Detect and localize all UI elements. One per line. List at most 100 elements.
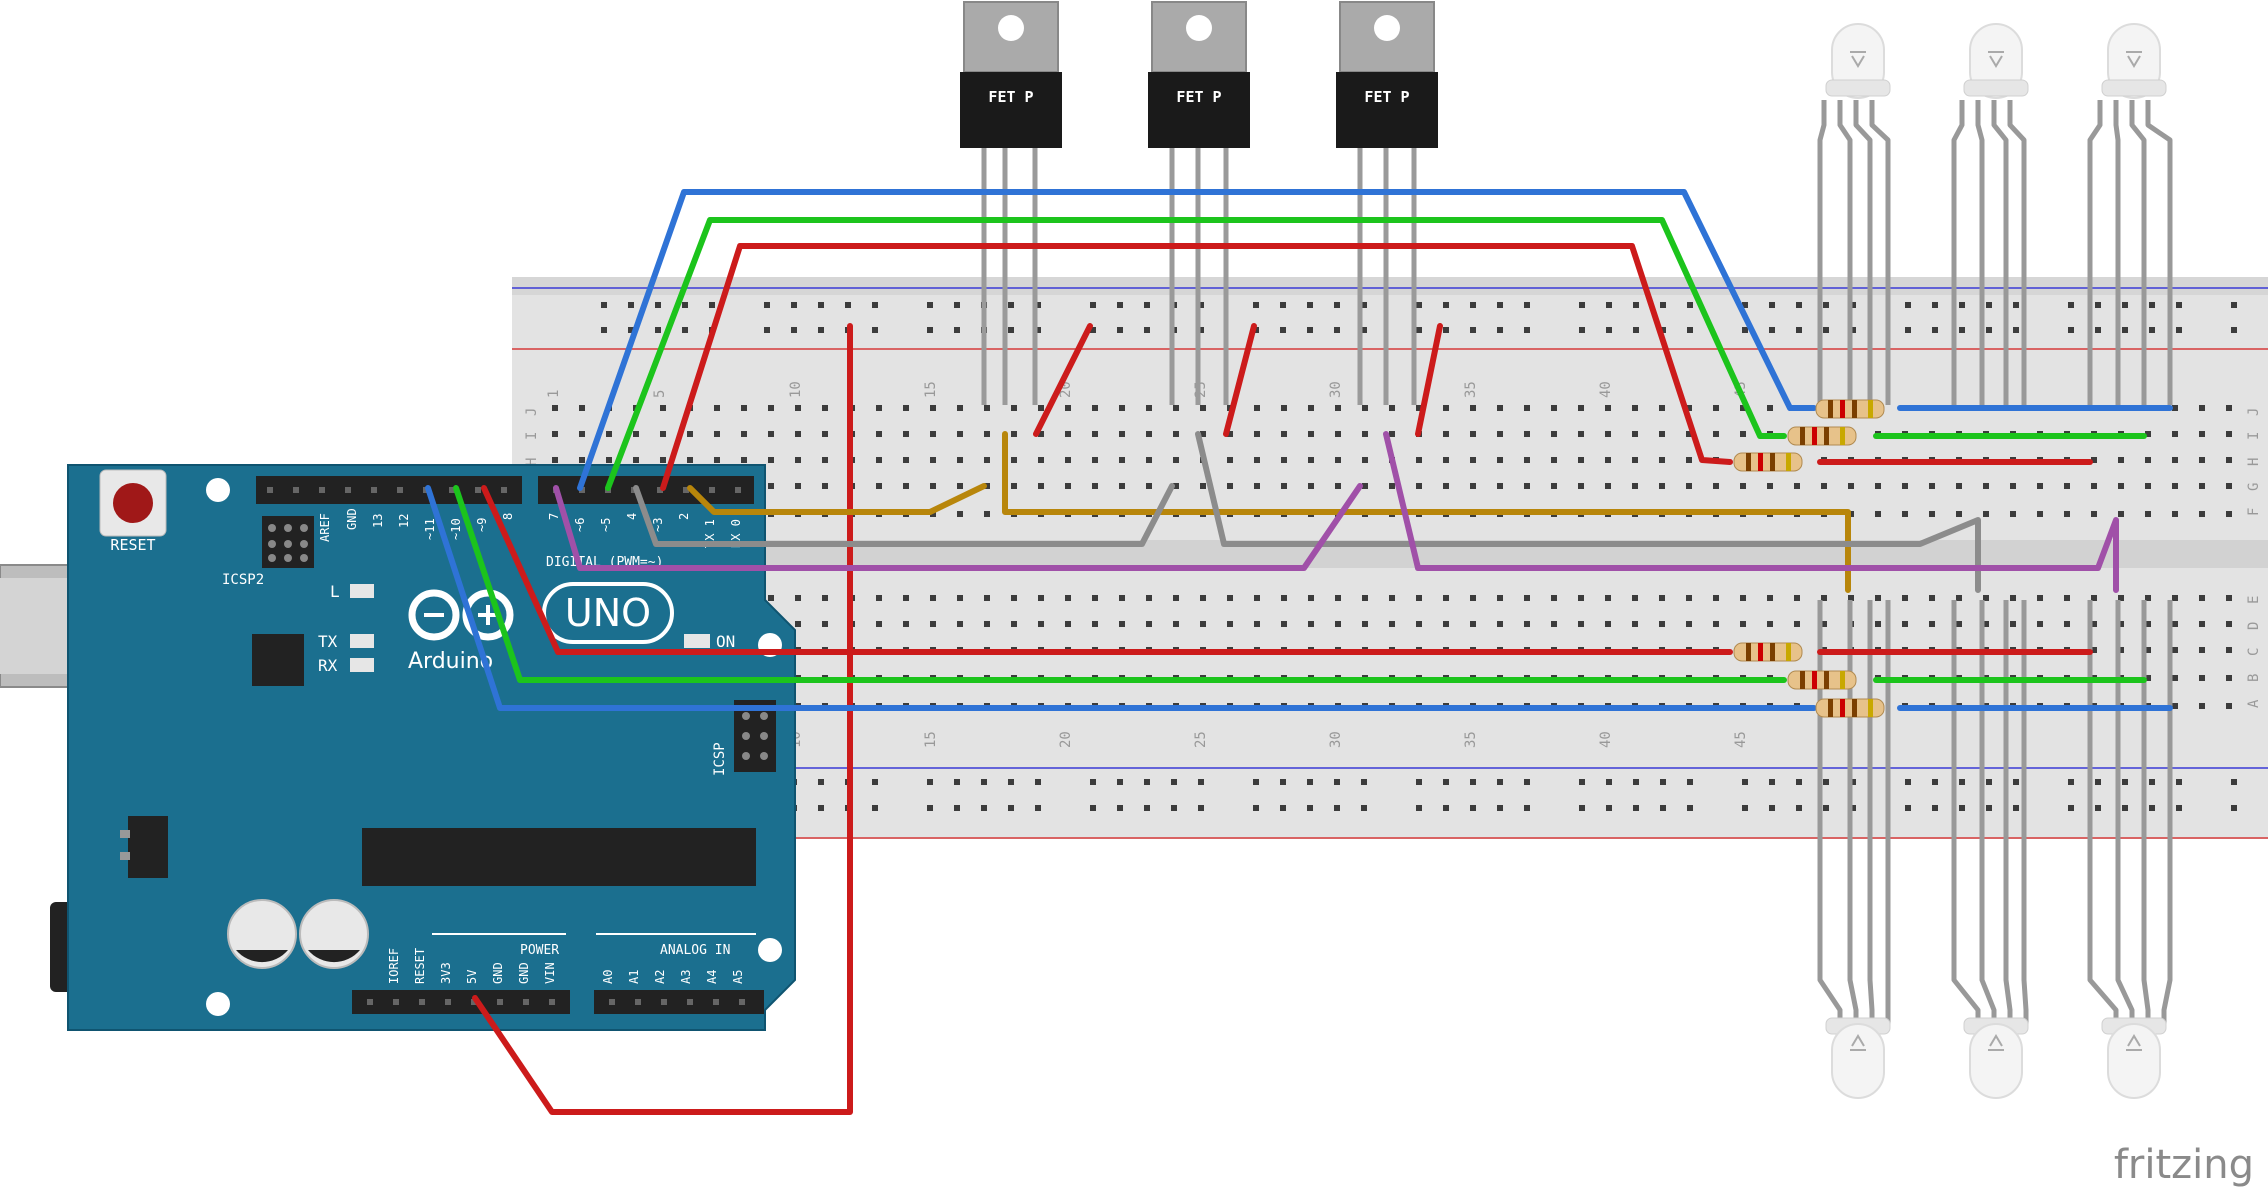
breadboard-hole: [2172, 595, 2178, 601]
breadboard-hole: [552, 457, 558, 463]
breadboard-hole: [2010, 595, 2016, 601]
breadboard-hole: [1875, 511, 1881, 517]
breadboard-hole: [1579, 327, 1585, 333]
resistor: [1787, 426, 1857, 446]
breadboard-hole: [1443, 302, 1449, 308]
breadboard-hole: [1443, 405, 1449, 411]
breadboard-hole: [1090, 779, 1096, 785]
breadboard-hole: [984, 405, 990, 411]
breadboard-hole: [1307, 302, 1313, 308]
breadboard-hole: [1959, 779, 1965, 785]
breadboard-hole: [2172, 431, 2178, 437]
breadboard-hole: [1659, 483, 1665, 489]
breadboard-hole: [1389, 405, 1395, 411]
breadboard-hole: [1173, 483, 1179, 489]
col-number: 40: [1598, 381, 1614, 398]
led-leg: [2161, 600, 2173, 1025]
breadboard-hole: [1335, 621, 1341, 627]
breadboard-hole: [1686, 483, 1692, 489]
breadboard-hole: [1361, 779, 1367, 785]
breadboard-hole: [930, 595, 936, 601]
breadboard-hole: [1986, 805, 1992, 811]
breadboard-hole: [1253, 805, 1259, 811]
breadboard-hole: [930, 457, 936, 463]
breadboard-hole: [2172, 703, 2178, 709]
breadboard-hole: [397, 487, 403, 493]
breadboard-hole: [903, 483, 909, 489]
breadboard-hole: [1551, 457, 1557, 463]
breadboard-hole: [1171, 779, 1177, 785]
breadboard-hole: [1823, 779, 1829, 785]
breadboard-hole: [628, 302, 634, 308]
breadboard-hole: [957, 431, 963, 437]
pin-label: 8: [501, 513, 515, 520]
col-number: 1: [546, 390, 562, 398]
breadboard-hole: [984, 457, 990, 463]
breadboard-hole: [1011, 405, 1017, 411]
breadboard-hole: [927, 805, 933, 811]
microcontroller-chip: [362, 828, 756, 886]
breadboard-hole: [1713, 483, 1719, 489]
breadboard-hole: [927, 327, 933, 333]
breadboard-hole: [2172, 621, 2178, 627]
breadboard-hole: [1632, 483, 1638, 489]
breadboard-hole: [1334, 302, 1340, 308]
row-letter: G: [2246, 483, 2262, 491]
breadboard-hole: [954, 805, 960, 811]
breadboard-hole: [957, 621, 963, 627]
breadboard-hole: [2199, 483, 2205, 489]
pin-label: ~9: [475, 518, 489, 532]
breadboard-hole: [1821, 595, 1827, 601]
rgb-led: [2101, 1017, 2167, 1099]
breadboard-hole: [1470, 621, 1476, 627]
breadboard-hole: [1361, 805, 1367, 811]
col-number: 40: [1598, 731, 1614, 748]
breadboard-hole: [1443, 327, 1449, 333]
breadboard-hole: [876, 405, 882, 411]
breadboard-hole: [2226, 595, 2232, 601]
breadboard-hole: [1173, 405, 1179, 411]
breadboard-hole: [818, 805, 824, 811]
model-badge: [542, 582, 674, 644]
breadboard-hole: [635, 999, 641, 1005]
breadboard-hole: [267, 487, 273, 493]
breadboard-hole: [2037, 595, 2043, 601]
reset-button-cap[interactable]: [113, 483, 153, 523]
breadboard-hole: [1632, 405, 1638, 411]
breadboard-hole: [2095, 779, 2101, 785]
arduino-uno-board: RESET ICSP2 AREF GND 13 12 ~11 ~10 ~9 8: [0, 464, 796, 1031]
breadboard-hole: [2095, 805, 2101, 811]
pin-label: A0: [601, 970, 615, 984]
breadboard-hole: [768, 457, 774, 463]
breadboard-hole: [1660, 327, 1666, 333]
breadboard-hole: [523, 999, 529, 1005]
pin-label: 4: [625, 513, 639, 520]
breadboard-hole: [818, 327, 824, 333]
breadboard-hole: [319, 487, 325, 493]
breadboard-hole: [2068, 302, 2074, 308]
breadboard-hole: [1850, 302, 1856, 308]
breadboard-hole: [2122, 302, 2128, 308]
breadboard-hole: [1687, 302, 1693, 308]
breadboard-hole: [1497, 431, 1503, 437]
breadboard-hole: [1038, 483, 1044, 489]
breadboard-hole: [1497, 302, 1503, 308]
breadboard-hole: [1253, 779, 1259, 785]
mounting-hole: [206, 992, 230, 1016]
breadboard-hole: [1850, 779, 1856, 785]
breadboard-hole: [872, 779, 878, 785]
breadboard-hole: [1687, 327, 1693, 333]
breadboard-hole: [1524, 779, 1530, 785]
breadboard-hole: [1171, 805, 1177, 811]
breadboard-hole: [1524, 431, 1530, 437]
breadboard-hole: [1932, 302, 1938, 308]
breadboard-hole: [1307, 805, 1313, 811]
breadboard-hole: [1119, 595, 1125, 601]
capacitor: [299, 899, 369, 969]
breadboard-hole: [1551, 621, 1557, 627]
breadboard-hole: [1823, 302, 1829, 308]
breadboard-hole: [2013, 779, 2019, 785]
breadboard-hole: [818, 302, 824, 308]
fet-transistor: FET P: [960, 1, 1062, 148]
breadboard-hole: [345, 487, 351, 493]
